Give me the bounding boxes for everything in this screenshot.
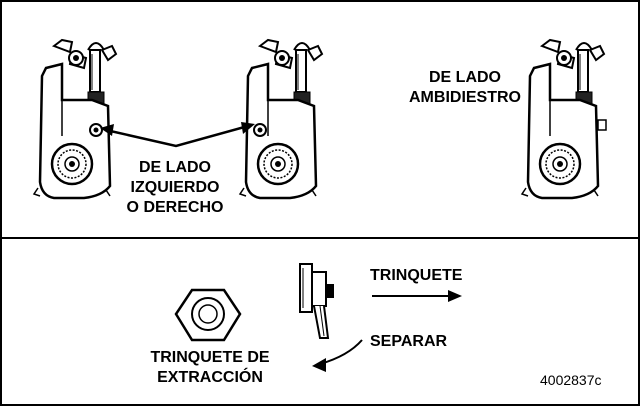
label-line: AMBIDIESTRO (409, 89, 521, 106)
label-line: IZQUIERDO (130, 179, 220, 196)
label-pull-ratchet: TRINQUETE DE EXTRACCIÓN (130, 348, 290, 388)
ratchet-direction-arrow (372, 290, 462, 302)
label-line: DE LADO (139, 159, 211, 176)
label-line: EXTRACCIÓN (157, 369, 263, 386)
label-line: TRINQUETE DE (150, 349, 270, 366)
separate-direction-arrow (312, 339, 363, 372)
ratchet-side-view (299, 263, 334, 339)
slack-adjuster-right (238, 38, 324, 200)
label-ambidextrous: DE LADO AMBIDIESTRO (385, 68, 545, 108)
label-ratchet: TRINQUETE (370, 267, 463, 284)
figure-number: 4002837c (540, 372, 602, 388)
slack-adjuster-left (32, 38, 118, 200)
slack-adjuster-ambidextrous (520, 38, 607, 200)
label-separate: SEPARAR (370, 333, 448, 350)
label-line: O DERECHO (126, 199, 224, 216)
location-pointer-arrow (100, 122, 255, 148)
label-line: DE LADO (429, 69, 501, 86)
pull-ratchet-hex-nut (174, 288, 242, 342)
label-left-or-right-side: DE LADO IZQUIERDO O DERECHO (120, 158, 230, 218)
